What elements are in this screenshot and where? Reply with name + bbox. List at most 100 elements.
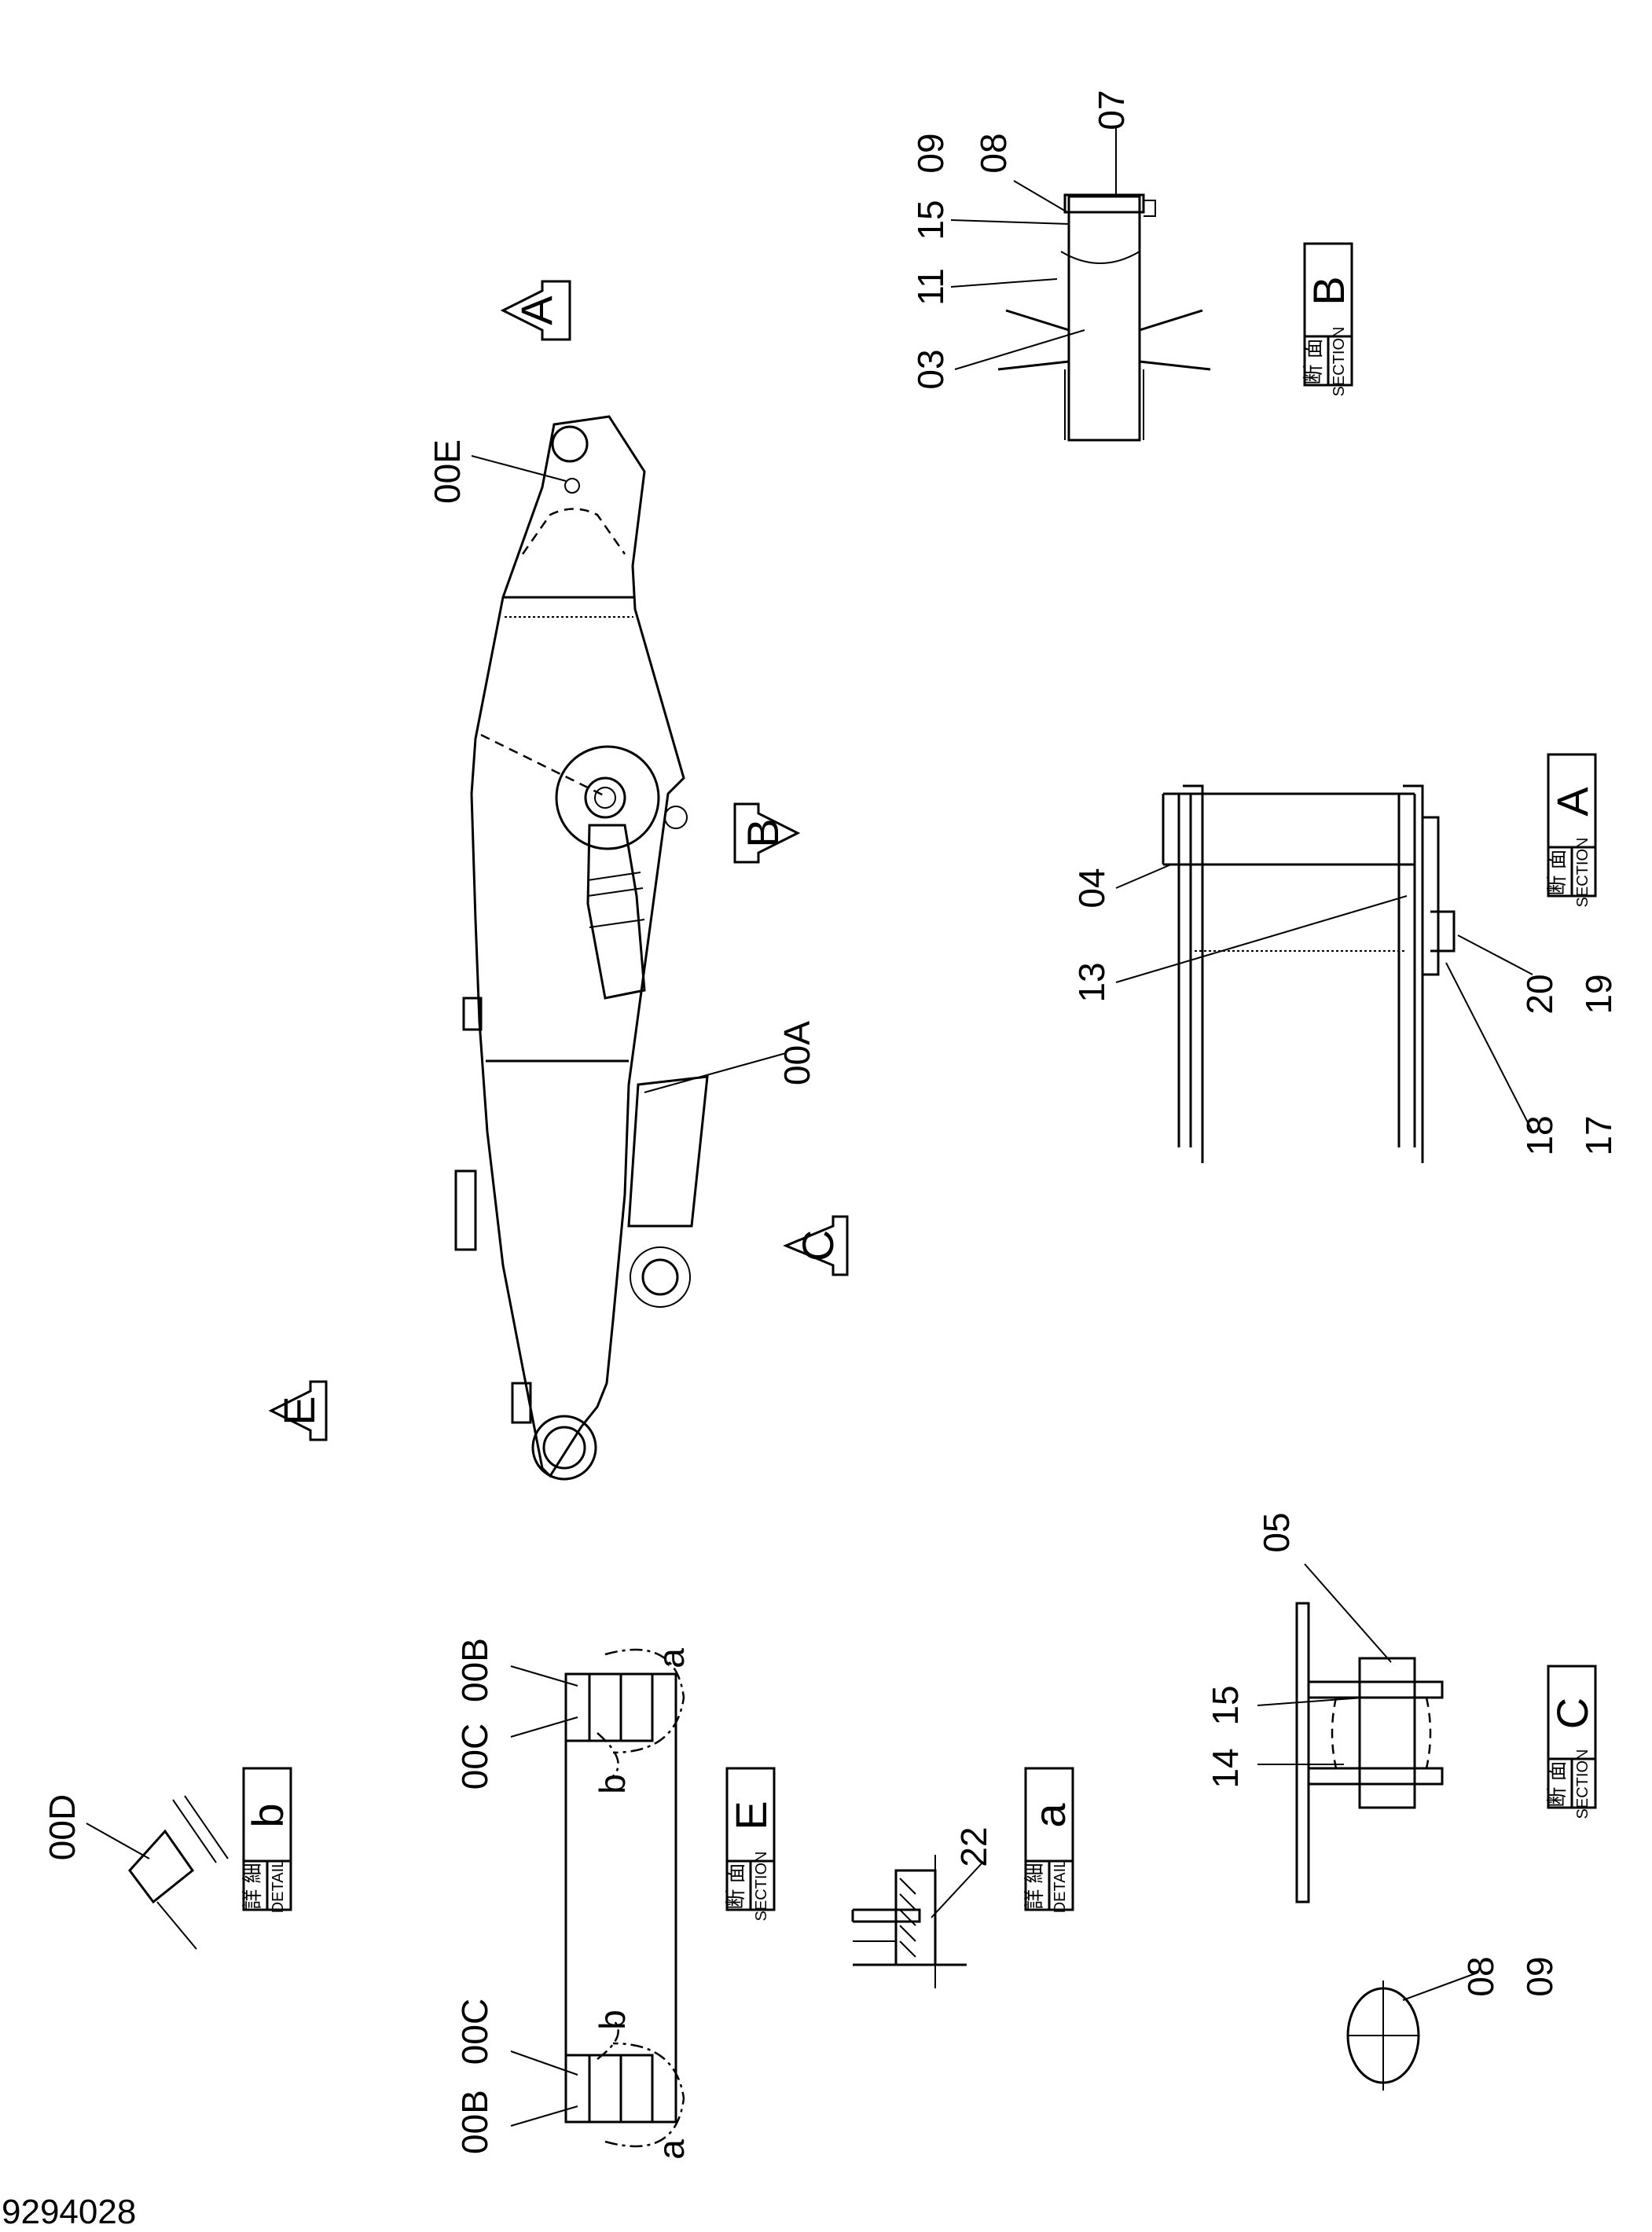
leader-e-00C-bottom	[510, 2050, 578, 2076]
leader-b-08	[1013, 180, 1068, 213]
callout-a-19: 19	[1578, 974, 1619, 1014]
section-e-board: 断 面 SECTION E	[724, 1767, 776, 1921]
callout-detail-a-22: 22	[953, 1826, 994, 1867]
section-b-lower-lines	[1064, 369, 1144, 440]
section-b-board: 断 面 SECTION B	[1301, 242, 1353, 396]
section-a-left-plate	[1162, 794, 1192, 1147]
detail-b-tag: b	[243, 1803, 292, 1827]
leader-e-00B-top	[510, 1665, 578, 1687]
callout-e-00C-bottom: 00C	[454, 1999, 495, 2065]
cylinder-body	[586, 824, 646, 1000]
section-b-shaft	[1067, 195, 1141, 442]
detail-circle-b-bottom	[597, 2019, 619, 2060]
leader-a-13	[1115, 895, 1408, 983]
detail-a-board: 詳 細 DETAIL a	[1022, 1767, 1074, 1914]
boom-top-pin-eye	[551, 425, 589, 463]
leader-e-00C-top	[510, 1716, 578, 1738]
callout-00A: 00A	[776, 1021, 817, 1085]
boom-main-view	[454, 415, 709, 1481]
callout-a-04: 04	[1071, 868, 1112, 908]
detail-a-board-en: DETAIL	[1052, 1859, 1069, 1914]
section-b-board-jp: 断 面	[1301, 338, 1325, 384]
view-arrow-B: B	[733, 802, 801, 864]
side-bracket-2	[454, 1169, 477, 1251]
section-c-hidden-arcs	[1331, 1697, 1432, 1769]
section-c-view	[1257, 1563, 1444, 1903]
section-e-view	[510, 1648, 685, 2148]
section-a-pin-bracket	[1423, 816, 1440, 976]
section-c-plate	[1295, 1602, 1310, 1903]
detail-marker-b-top: b	[592, 1774, 633, 1794]
callout-00E-group: 00E	[427, 439, 567, 504]
section-b-cap	[1063, 193, 1145, 214]
cylinder-rings	[587, 872, 645, 928]
callout-a-13: 13	[1071, 962, 1112, 1002]
callout-washer-08: 08	[1460, 1956, 1501, 1996]
section-c-board-jp: 断 面	[1545, 1760, 1569, 1807]
section-c-board-en: SECTION	[1574, 1749, 1591, 1819]
callout-washer-09: 09	[1519, 1956, 1560, 1996]
callout-c-15: 15	[1205, 1685, 1246, 1725]
callout-e-00C-top: 00C	[454, 1724, 495, 1790]
section-b-tag: B	[1304, 276, 1353, 305]
detail-a-tag: a	[1025, 1803, 1074, 1828]
side-bracket-3	[511, 1382, 532, 1424]
document-number: 9294028	[2, 2193, 137, 2231]
lower-pivot-eye	[641, 1258, 679, 1296]
callout-c-05: 05	[1256, 1512, 1297, 1552]
leader-a-04	[1115, 864, 1172, 889]
callout-a-20: 20	[1519, 974, 1560, 1014]
leader-b-11	[950, 278, 1058, 288]
section-c-tag: C	[1547, 1698, 1597, 1729]
detail-circle-a-bottom	[604, 2042, 685, 2148]
boom-foot-boss	[531, 1415, 597, 1481]
detail-a-hatch	[899, 1878, 916, 1958]
detail-a-board-jp: 詳 細	[1022, 1863, 1046, 1909]
section-e-board-jp: 断 面	[724, 1863, 747, 1909]
leader-washer	[1402, 1972, 1478, 2001]
detail-a-bushing	[894, 1869, 937, 1966]
boom-foot-eye	[542, 1426, 586, 1470]
callout-b-03: 03	[910, 349, 951, 389]
callout-b-07: 07	[1091, 90, 1132, 130]
section-b-bolt	[1144, 200, 1156, 217]
section-a-view	[1115, 784, 1533, 1163]
detail-b-seal	[128, 1829, 195, 1904]
section-e-bottom-bushing	[566, 2054, 654, 2124]
section-b-view	[950, 126, 1211, 442]
callout-a-18: 18	[1519, 1115, 1560, 1155]
leader-b-03	[954, 329, 1085, 370]
section-b-flange	[997, 309, 1211, 371]
leader-00A	[644, 1052, 787, 1093]
leader-c-05	[1304, 1563, 1392, 1663]
leader-b-00D	[86, 1823, 150, 1859]
detail-b-board-jp: 詳 細	[240, 1863, 264, 1909]
lower-pivot-ring	[630, 1246, 691, 1308]
leader-a-18	[1445, 962, 1533, 1133]
section-a-bolt	[1430, 910, 1456, 953]
callout-c-14: 14	[1205, 1748, 1246, 1788]
leader-c-15	[1257, 1697, 1364, 1706]
detail-marker-a-top: a	[651, 1648, 692, 1668]
detail-a-view	[851, 1855, 983, 1988]
leader-a-20	[1457, 934, 1533, 975]
callout-b-08: 08	[973, 133, 1014, 173]
view-arrow-A: A	[500, 280, 571, 341]
callout-e-00B-bottom: 00B	[454, 2090, 495, 2154]
detail-a-edge	[853, 1855, 936, 1988]
cylinder-bracket	[555, 745, 660, 850]
cylinder-centerline	[480, 733, 604, 797]
side-boss-right	[664, 806, 688, 829]
detail-b-board: 詳 細 DETAIL b	[240, 1767, 292, 1913]
view-marker-A: A	[512, 296, 561, 325]
callout-detail-b-00D: 00D	[42, 1794, 83, 1860]
leader-b-15	[950, 219, 1070, 225]
detail-circle-a-top	[604, 1648, 685, 1754]
boom-top-lug-hidden	[521, 508, 626, 555]
detail-circle-b-top	[597, 1732, 619, 1777]
section-c-board: 断 面 SECTION C	[1545, 1665, 1597, 1819]
callout-b-15: 15	[910, 200, 951, 240]
cylinder-pin-outer	[584, 776, 626, 819]
section-c-body	[1358, 1657, 1416, 1809]
section-a-frame	[1163, 792, 1415, 866]
